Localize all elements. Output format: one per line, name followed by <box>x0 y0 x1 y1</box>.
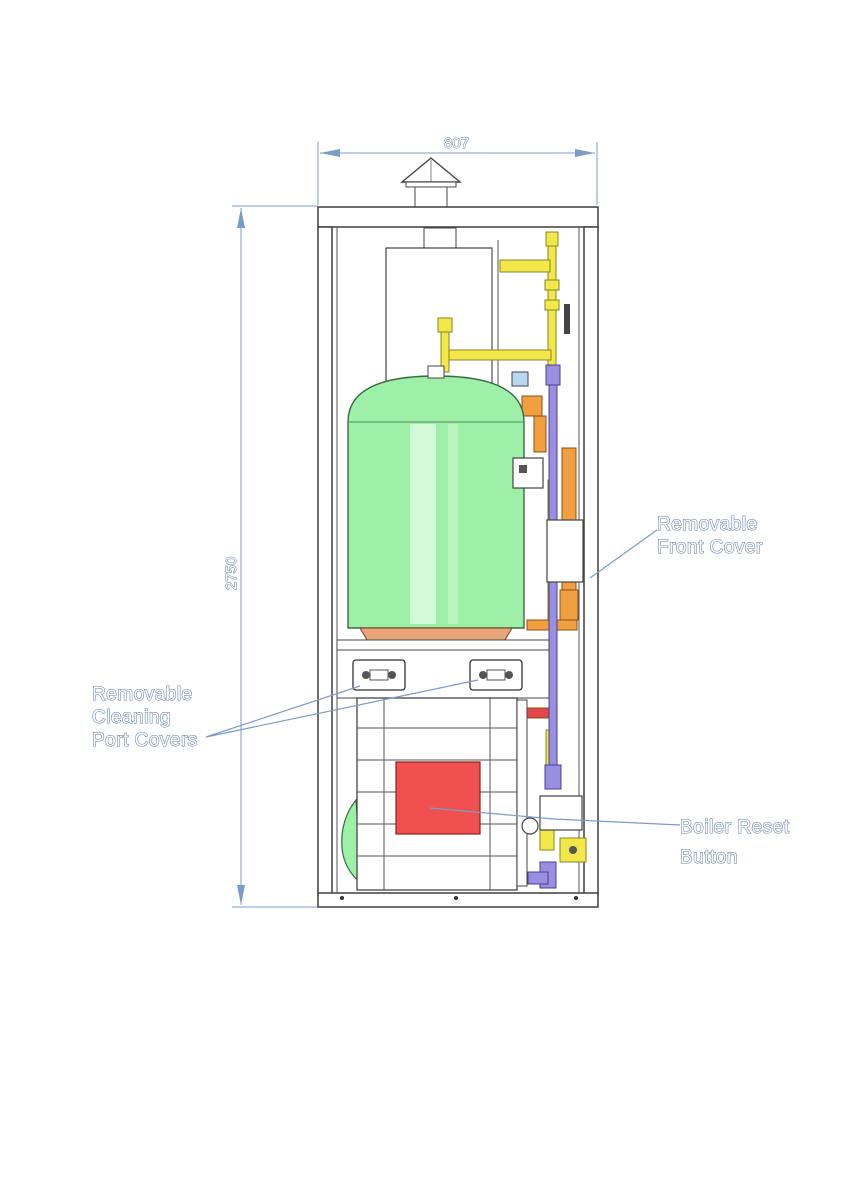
cleaning-ports-label-line-2: Cleaning <box>92 707 171 728</box>
width-dimension-label: 807 <box>444 135 469 152</box>
cleaning-port-cover-left <box>353 660 405 690</box>
callout-cleaning-ports: Removable Cleaning Port Covers <box>92 684 198 751</box>
reset-button-label-line-1: Boiler Reset <box>680 817 790 838</box>
width-dimension: 807 <box>318 135 597 205</box>
height-dimension: 2750 <box>223 206 318 907</box>
reset-button-label-line-2: Button <box>680 847 738 868</box>
reset-button-icon <box>522 796 586 862</box>
height-dimension-label: 2750 <box>223 557 240 590</box>
hot-water-tank <box>348 366 524 640</box>
front-cover-label-line-2: Front Cover <box>657 537 763 558</box>
cleaning-ports-label-line-3: Port Covers <box>92 730 198 751</box>
callout-reset-button: Boiler Reset Button <box>680 817 790 868</box>
callout-front-cover: Removable Front Cover <box>657 514 763 558</box>
cleaning-port-shelf <box>337 640 549 698</box>
flue-cap-icon <box>402 158 460 207</box>
removable-front-cover-panel <box>547 520 583 582</box>
cleaning-ports-label-line-1: Removable <box>92 684 193 705</box>
cleaning-port-cover-right <box>470 660 522 690</box>
burner-panel <box>396 762 480 834</box>
front-cover-label-line-1: Removable <box>657 514 758 535</box>
boiler-body <box>342 698 527 890</box>
